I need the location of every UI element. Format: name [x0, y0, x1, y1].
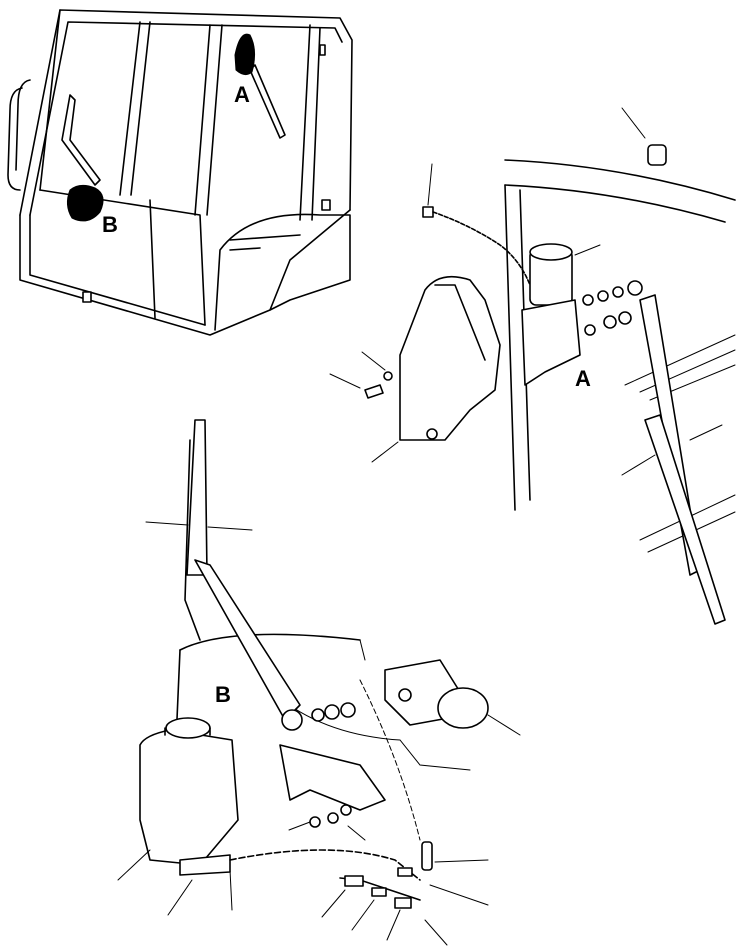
wiper-blade-icon: [145, 419, 253, 641]
cap-icon: [647, 144, 667, 166]
callout-b-cab: B: [102, 212, 118, 237]
wiper-motor-b-icon: [384, 659, 521, 736]
callout-a-detail: A: [575, 366, 591, 391]
cab-overview: A B: [7, 9, 353, 336]
callout-a-cab: A: [234, 82, 250, 107]
cover-icon: [399, 275, 501, 441]
wiper-motor-icon: [521, 243, 601, 386]
washer-reservoir-icon: [139, 717, 239, 876]
detail-a: A: [329, 107, 736, 625]
detail-b: B: [117, 419, 521, 946]
callout-b-detail: B: [215, 682, 231, 707]
